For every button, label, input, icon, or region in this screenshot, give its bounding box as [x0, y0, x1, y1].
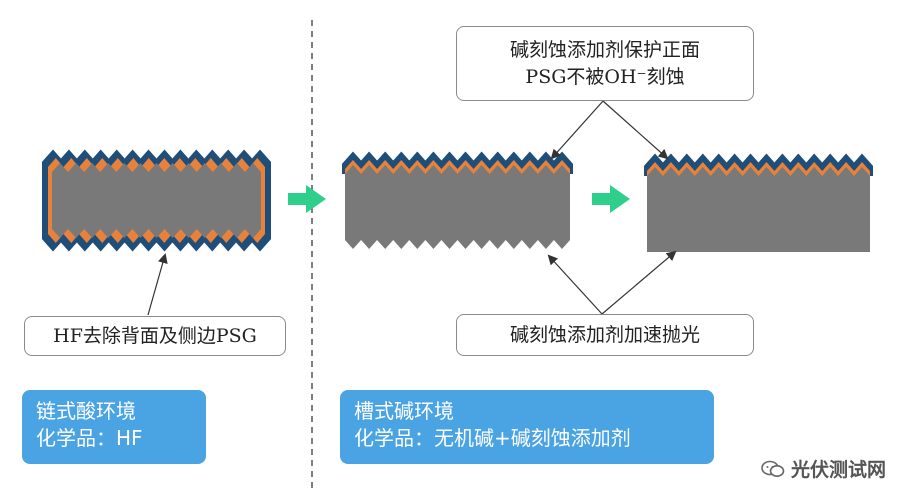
env-alkaline-line2: 化学品：无机碱+碱刻蚀添加剂	[354, 426, 631, 450]
env-box-alkaline: 槽式碱环境 化学品：无机碱+碱刻蚀添加剂	[340, 390, 714, 464]
env-alkaline-line1: 槽式碱环境	[354, 399, 454, 423]
pointer-protect-right	[602, 100, 669, 160]
env-box-acid: 链式酸环境 化学品：HF	[22, 390, 206, 464]
watermark-text: 光伏测试网	[790, 459, 886, 481]
pointer-polish-right	[601, 250, 677, 315]
wafer1-silicon	[52, 163, 261, 238]
note-polish: 碱刻蚀添加剂加速抛光	[456, 314, 754, 356]
note-hf-removal: HF去除背面及侧边PSG	[24, 316, 286, 356]
watermark: 光伏测试网	[761, 455, 886, 482]
wafer-after-polish	[644, 153, 873, 252]
process-arrow-1	[288, 185, 326, 213]
pointer-protect-left	[550, 100, 604, 160]
pointer-hf	[147, 253, 168, 316]
note-protect-line2: PSG不被OH⁻刻蚀	[525, 65, 685, 88]
wafer-after-hf	[342, 151, 573, 249]
note-protect-line1: 碱刻蚀添加剂保护正面	[509, 38, 700, 61]
env-acid-line1: 链式酸环境	[36, 399, 136, 423]
process-arrow-2	[592, 185, 630, 213]
pointer-polish-left	[547, 254, 603, 315]
wafer-before-hf	[42, 149, 271, 252]
env-acid-line2: 化学品：HF	[36, 426, 143, 450]
wafer3-silicon	[647, 167, 870, 252]
note-protect-front: 碱刻蚀添加剂保护正面 PSG不被OH⁻刻蚀	[456, 26, 754, 101]
wafer2-silicon	[345, 165, 570, 249]
wechat-icon	[761, 460, 785, 477]
note-hf-removal-text: HF去除背面及侧边PSG	[53, 324, 257, 347]
note-polish-text: 碱刻蚀添加剂加速抛光	[509, 323, 700, 346]
